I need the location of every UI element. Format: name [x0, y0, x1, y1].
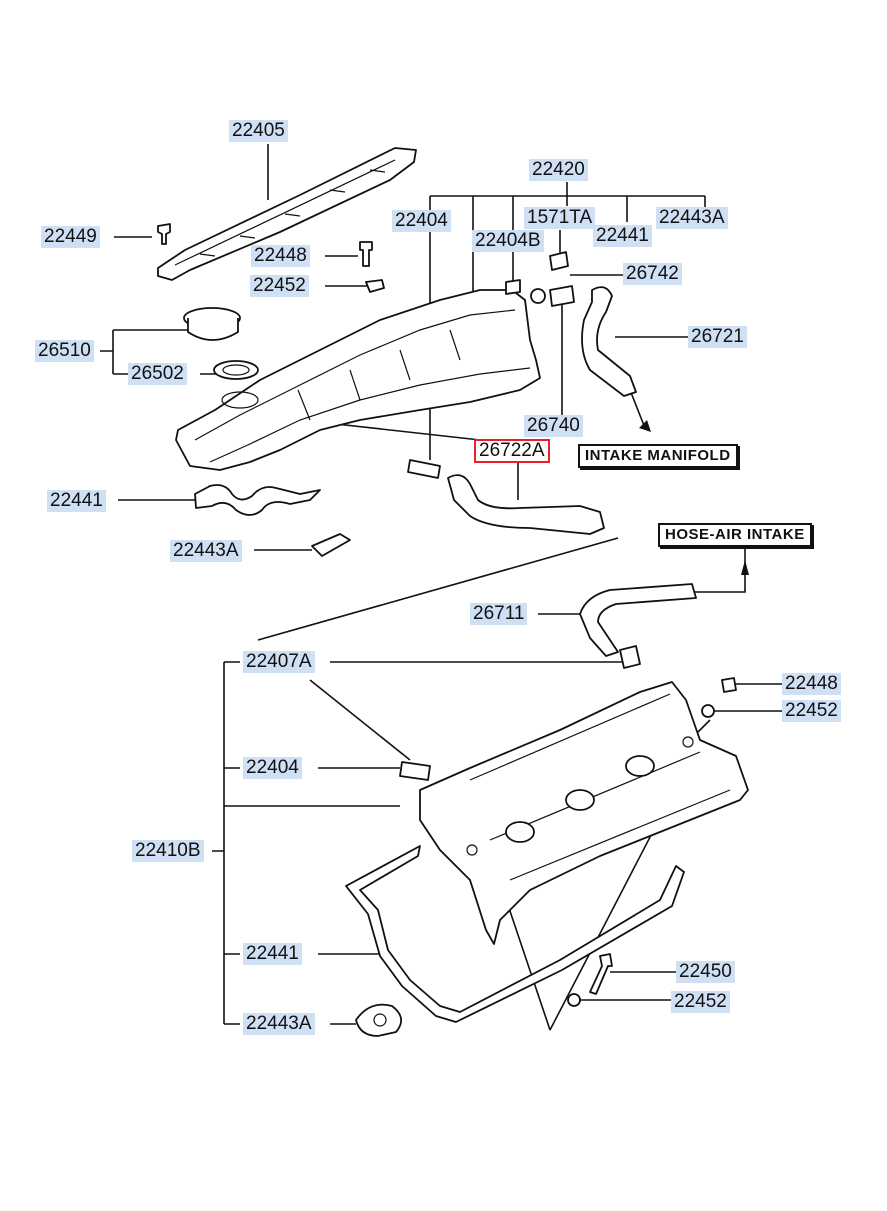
lower-assembly	[345, 583, 749, 1037]
part-label-22443a-top[interactable]: 22443A	[656, 207, 728, 229]
hose-air-intake-callout: HOSE-AIR INTAKE	[658, 523, 812, 547]
rocker-gasket	[345, 845, 685, 1023]
pcv-hose	[581, 286, 637, 397]
part-label-1571ta[interactable]: 1571TA	[524, 207, 596, 229]
part-label-26740[interactable]: 26740	[524, 415, 583, 437]
part-label-22441-left[interactable]: 22441	[47, 490, 106, 512]
intake-manifold-callout: INTAKE MANIFOLD	[578, 444, 738, 468]
part-label-26502[interactable]: 26502	[128, 363, 187, 385]
part-label-22404-top[interactable]: 22404	[392, 210, 451, 232]
part-label-22420[interactable]: 22420	[529, 159, 588, 181]
part-label-22441-bottom[interactable]: 22441	[243, 943, 302, 965]
part-label-22449[interactable]: 22449	[41, 226, 100, 248]
part-label-22405[interactable]: 22405	[229, 120, 288, 142]
part-label-22452-top[interactable]: 22452	[250, 275, 309, 297]
part-label-22407a[interactable]: 22407A	[243, 651, 315, 673]
part-label-22452-bottom[interactable]: 22452	[671, 991, 730, 1013]
air-intake-hose	[579, 583, 697, 657]
part-label-26510[interactable]: 26510	[35, 340, 94, 362]
part-label-26722a-selected[interactable]: 26722A	[474, 439, 550, 463]
part-label-22443a-bottom[interactable]: 22443A	[243, 1013, 315, 1035]
part-label-22448-right[interactable]: 22448	[782, 673, 841, 695]
part-label-22450[interactable]: 22450	[676, 961, 735, 983]
part-label-26711[interactable]: 26711	[470, 603, 528, 625]
part-label-22410b[interactable]: 22410B	[132, 840, 204, 862]
part-label-22443a-mid[interactable]: 22443A	[170, 540, 242, 562]
part-label-22452-right[interactable]: 22452	[782, 700, 841, 722]
breather-hose	[447, 474, 605, 535]
part-label-22441-topright[interactable]: 22441	[593, 225, 652, 247]
part-label-22448-top[interactable]: 22448	[251, 245, 310, 267]
part-label-22404b[interactable]: 22404B	[472, 230, 544, 252]
part-label-26721[interactable]: 26721	[688, 326, 747, 348]
upper-assembly	[157, 147, 637, 557]
rocker-cover-front	[175, 289, 541, 471]
part-label-22404-bottom[interactable]: 22404	[243, 757, 302, 779]
part-label-26742[interactable]: 26742	[623, 263, 682, 285]
rocker-cover-rear	[419, 681, 749, 945]
